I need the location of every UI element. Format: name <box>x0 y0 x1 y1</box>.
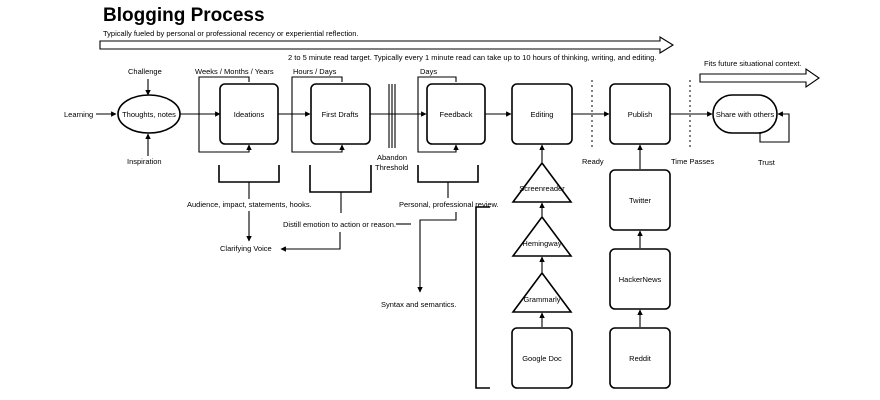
personal-review-label: Personal, professional review. <box>399 200 499 209</box>
future-context-note: Fits future situational context. <box>704 59 802 68</box>
inspiration-label: Inspiration <box>127 157 162 166</box>
first-drafts-label: First Drafts <box>322 110 359 119</box>
screenreader-node <box>511 161 573 203</box>
distill-to-voice <box>280 232 341 252</box>
feedback-label: Feedback <box>440 110 473 119</box>
twitter-label: Twitter <box>629 196 652 205</box>
syntax-label: Syntax and semantics. <box>381 300 456 309</box>
ideations-loop <box>198 76 252 153</box>
feedback-loop <box>417 76 459 153</box>
google-doc-label: Google Doc <box>522 354 562 363</box>
learning-label: Learning <box>64 110 93 119</box>
trust-label: Trust <box>758 158 776 167</box>
subtitle: Typically fueled by personal or professi… <box>103 29 359 38</box>
thoughts-label: Thoughts, notes <box>122 110 176 119</box>
weeks-months-years-label: Weeks / Months / Years <box>195 67 274 76</box>
abandon-threshold-bars <box>388 84 396 148</box>
challenge-label: Challenge <box>128 67 162 76</box>
hemingway-label: Hemingway <box>522 239 561 248</box>
clarifying-voice-label: Clarifying Voice <box>220 244 272 253</box>
reddit-label: Reddit <box>629 354 652 363</box>
recency-arrow <box>99 36 675 54</box>
drafts-bracket <box>309 165 372 193</box>
time-passes-label: Time Passes <box>671 157 714 166</box>
ideations-bracket <box>218 165 280 183</box>
screenreader-label: Screenreader <box>519 184 565 193</box>
grammarly-node <box>511 271 573 313</box>
share-label: Share with others <box>716 110 775 119</box>
editing-tools-bracket <box>475 206 490 389</box>
editing-label: Editing <box>531 110 554 119</box>
publish-label: Publish <box>628 110 653 119</box>
ready-label: Ready <box>582 157 604 166</box>
drafts-loop <box>291 76 345 153</box>
share-node <box>712 94 778 134</box>
google-doc-box <box>511 327 573 389</box>
grammarly-label: Grammarly <box>523 295 560 304</box>
distill-label: Distill emotion to action or reason. <box>283 220 396 229</box>
abandon-label: Abandon <box>377 153 407 162</box>
reddit-box <box>609 327 671 389</box>
page-title: Blogging Process <box>103 5 265 26</box>
twitter-box <box>609 169 671 231</box>
days-label: Days <box>420 67 437 76</box>
audience-label: Audience, impact, statements, hooks. <box>187 200 312 209</box>
ideations-label: Ideations <box>234 110 265 119</box>
feedback-bracket <box>417 165 479 183</box>
future-context-arrow <box>699 67 820 89</box>
hackernews-box <box>609 248 671 310</box>
hackernews-label: HackerNews <box>619 275 662 284</box>
review-to-syntax <box>417 212 457 293</box>
hours-days-label: Hours / Days <box>293 67 337 76</box>
trust-loop <box>759 111 790 143</box>
hemingway-node <box>511 215 573 257</box>
read-target-note: 2 to 5 minute read target. Typically eve… <box>288 53 656 62</box>
threshold-label: Threshold <box>375 163 408 172</box>
